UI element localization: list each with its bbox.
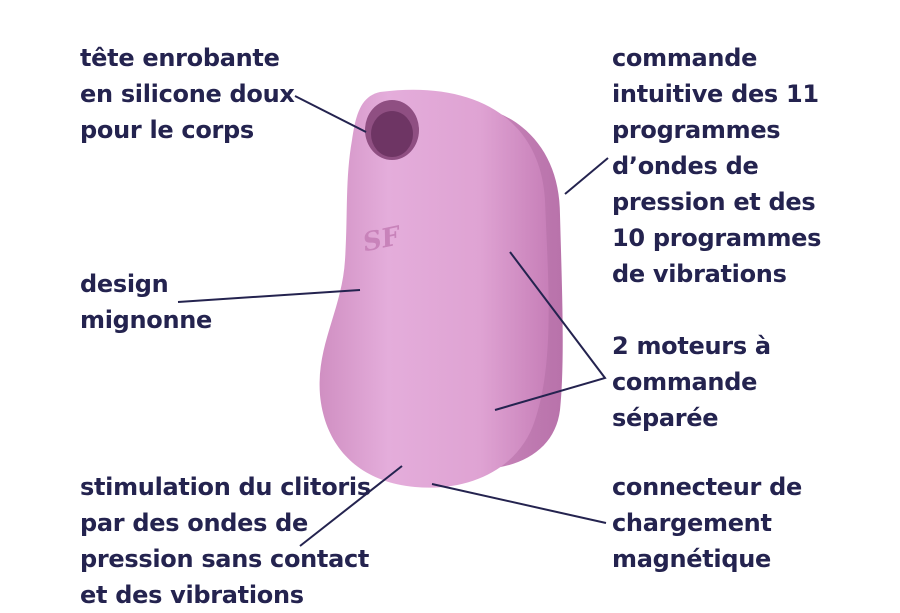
callout-control: commande intuitive des 11 programmes d’o… <box>612 40 821 292</box>
product-illustration: SF <box>177 89 609 547</box>
callout-lines <box>177 95 609 547</box>
callout-text: d’ondes de <box>612 152 759 180</box>
callout-text: intuitive des 11 <box>612 80 819 108</box>
callout-text: séparée <box>612 404 719 432</box>
callout-text: commande <box>612 368 758 396</box>
callout-text: pression et des <box>612 188 816 216</box>
callout-text: 2 moteurs à <box>612 332 771 360</box>
leader-charger <box>431 483 607 524</box>
callout-text: et des vibrations <box>80 581 304 609</box>
callout-text: pression sans contact <box>80 545 370 573</box>
leader-head <box>294 95 367 133</box>
callout-text: programmes <box>612 116 781 144</box>
callout-text: design <box>80 270 169 298</box>
callout-text: chargement <box>612 509 772 537</box>
device-body <box>319 89 549 488</box>
callout-text: de vibrations <box>612 260 787 288</box>
leader-control <box>564 157 609 195</box>
callout-design: design mignonne <box>80 266 212 338</box>
callout-text: mignonne <box>80 306 213 334</box>
callout-text: magnétique <box>612 545 771 573</box>
callout-text: connecteur de <box>612 473 802 501</box>
callout-text: en silicone doux <box>80 80 295 108</box>
leader-stimulation <box>299 465 403 547</box>
callout-text: commande <box>612 44 758 72</box>
callout-charger: connecteur de chargement magnétique <box>612 469 802 577</box>
leader-design <box>177 289 361 303</box>
callout-text: 10 programmes <box>612 224 822 252</box>
product-infographic: SF tête enrobante en silicone doux pour … <box>80 40 821 609</box>
callout-text: par des ondes de <box>80 509 308 537</box>
callout-stimulation: stimulation du clitoris par des ondes de… <box>80 469 371 613</box>
callout-head: tête enrobante en silicone doux pour le … <box>80 40 295 148</box>
callout-text: tête enrobante <box>80 44 280 72</box>
leader-motors <box>494 251 607 411</box>
callout-text: pour le corps <box>80 116 254 144</box>
callout-text: stimulation du clitoris <box>80 473 371 501</box>
callout-motors: 2 moteurs à commande séparée <box>612 328 771 436</box>
